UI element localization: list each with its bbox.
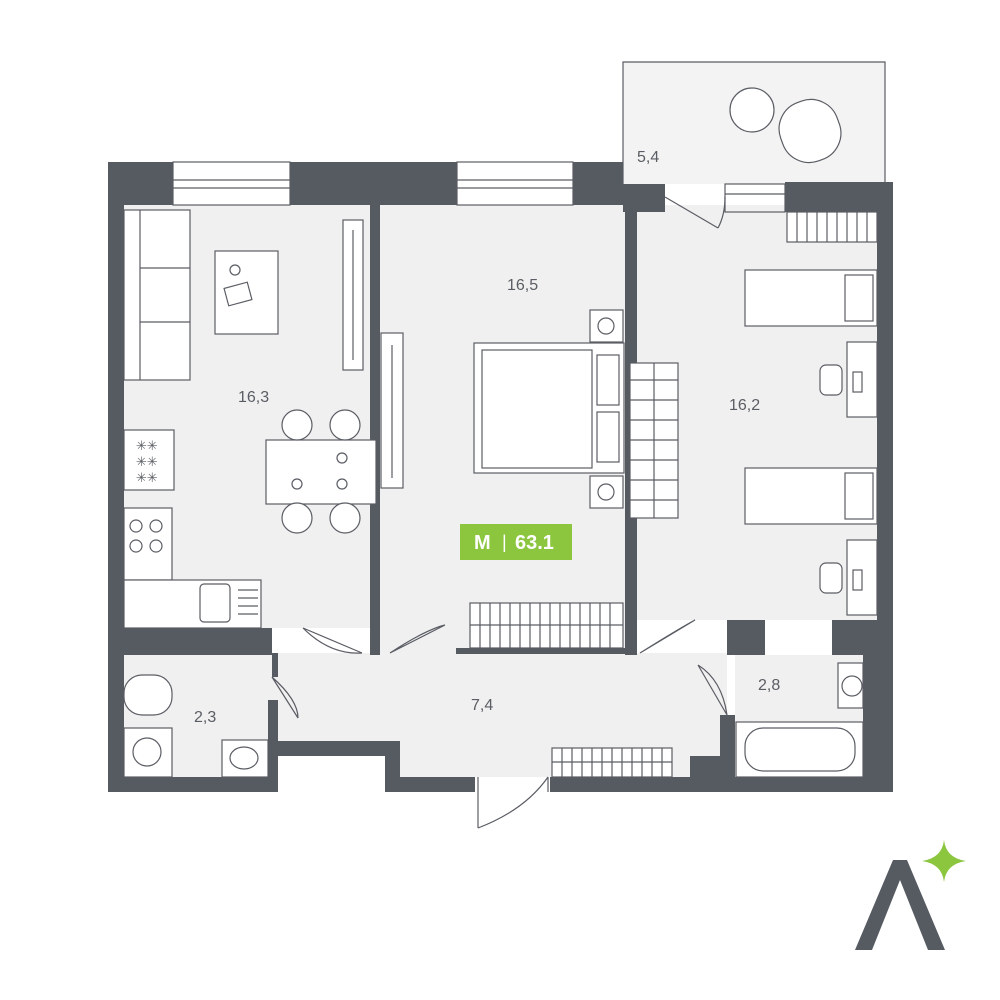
badge-total-area: 63.1 [515,532,554,554]
kitchen-counter [123,579,262,629]
area-living-kitchen: 16,3 [238,389,269,406]
total-area-badge: М | 63.1 [460,524,572,560]
area-bathroom: 2,8 [758,677,780,694]
nightstand-top [589,309,624,343]
balcony-outline [622,61,886,184]
bathtub [735,721,864,778]
toilet-sink [221,739,269,778]
living-kitchen-furniture: ✳✳ ✳✳ ✳✳ [123,209,377,629]
area-hallway: 7,4 [471,697,493,714]
area-balcony: 5,4 [637,149,659,166]
area-labels: 16,3 16,5 16,2 5,4 7,4 2,3 2,8 [194,149,780,726]
svg-text:✳✳: ✳✳ [136,438,158,453]
balcony-furniture [729,87,842,164]
bedroom-furniture [380,309,625,649]
single-bed-bottom [744,467,878,525]
area-bedroom: 16,5 [507,277,538,294]
badge-prefix: М [474,532,491,554]
double-bed [473,342,625,474]
children-radiator [786,211,878,243]
windows [172,161,786,213]
balcony-chair [778,98,842,164]
coffee-table [214,250,279,335]
area-toilet: 2,3 [194,709,216,726]
cooktop [123,507,173,581]
a-plus-logo-icon [855,840,966,950]
hallway-radiator [551,747,673,778]
badge-separator: | [502,532,507,552]
nightstand-bottom [589,475,624,509]
washing-machine [123,727,173,778]
single-bed-top [744,269,878,327]
svg-text:✳✳: ✳✳ [136,470,158,485]
dining-table [265,439,377,505]
svg-text:✳✳: ✳✳ [136,454,158,469]
walls [108,162,893,792]
doors [271,196,728,829]
area-children-room: 16,2 [729,397,760,414]
sofa [123,209,191,381]
wc [123,674,173,716]
toilet-fixtures [123,674,269,778]
balcony-table [729,87,775,133]
bathroom-fixtures [735,662,864,778]
stove-top [123,429,175,491]
children-room-furniture [629,211,878,616]
